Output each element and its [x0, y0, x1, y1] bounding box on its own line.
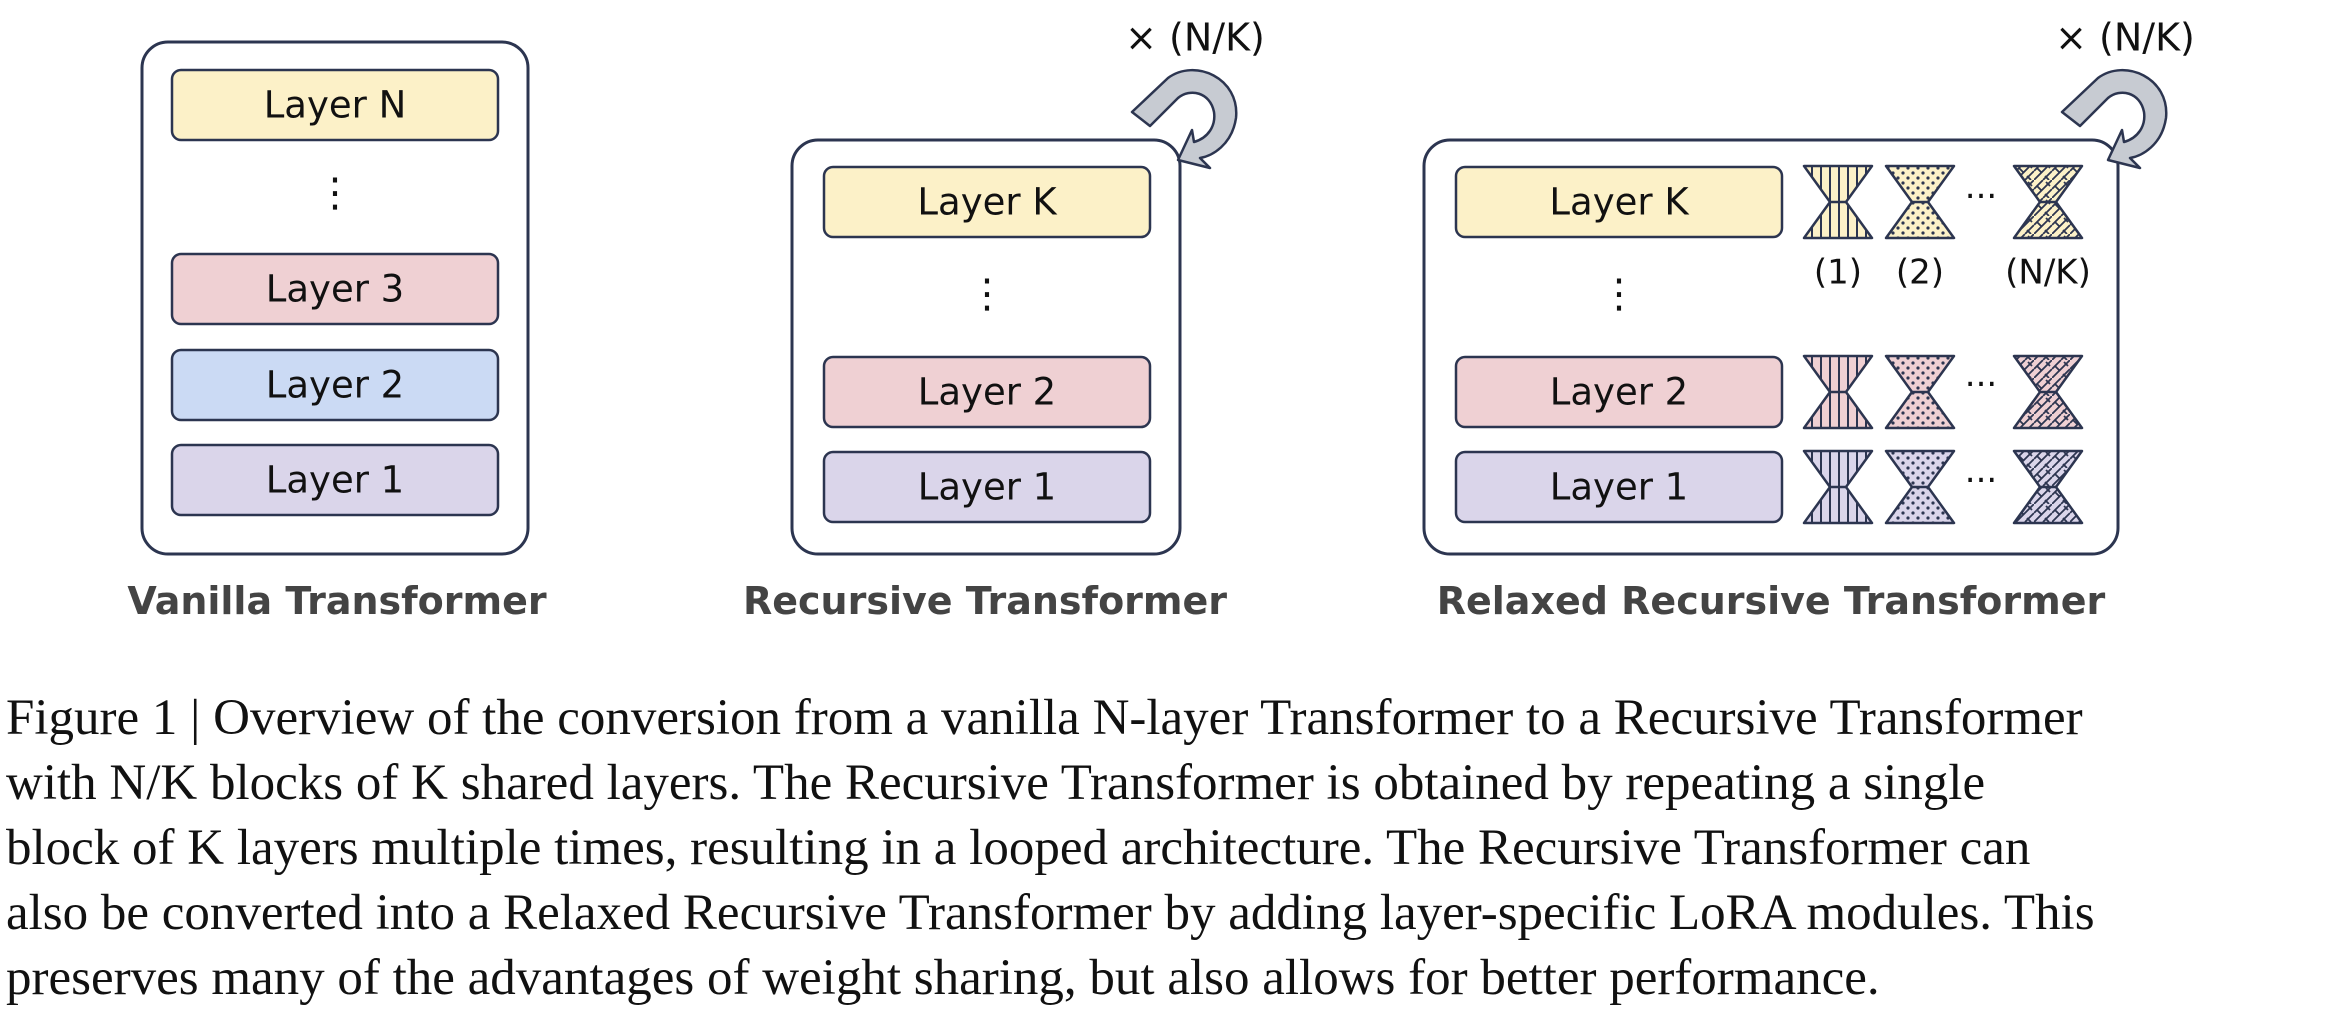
- vanilla-layer-n-label: Layer N: [264, 84, 407, 127]
- vanilla-layer-2-box: [170, 348, 500, 422]
- vanilla-layer-n-box: [170, 68, 500, 142]
- caption-line-5: preserves many of the advantages of weig…: [6, 950, 1880, 1006]
- vanilla-layer-1-box: [170, 443, 500, 517]
- lora-module-row-k-nk: [2012, 164, 2084, 240]
- caption-line-1: Figure 1 | Overview of the conversion fr…: [6, 690, 2083, 746]
- relaxed-layer-1-label: Layer 1: [1550, 466, 1688, 509]
- relaxed-layer-k-box: [1454, 165, 1784, 239]
- caption-line-2: with N/K blocks of K shared layers. The …: [6, 755, 1986, 811]
- figure-caption: Figure 1 | Overview of the conversion fr…: [6, 686, 2322, 1011]
- relaxed-vertical-ellipsis: ⋮: [1599, 271, 1639, 317]
- lora-ellipsis-row-1: ···: [1965, 461, 1997, 501]
- relaxed-layer-2-box: [1454, 355, 1784, 429]
- recursive-title: Recursive Transformer: [743, 579, 1227, 623]
- lora-label-1: (1): [1814, 253, 1862, 293]
- recursive-block-frame: [790, 138, 1182, 556]
- vanilla-vertical-ellipsis: ⋮: [315, 170, 355, 216]
- relaxed-layer-k-label: Layer K: [1549, 181, 1690, 224]
- recursive-layer-2-box: [822, 355, 1152, 429]
- recursive-layer-k-box: [822, 165, 1152, 239]
- recursive-repeat-label: × (N/K): [1125, 16, 1265, 60]
- relaxed-title: Relaxed Recursive Transformer: [1437, 579, 2106, 623]
- lora-module-row-k-1: [1802, 164, 1874, 240]
- relaxed-layer-1-box: [1454, 450, 1784, 524]
- relaxed-recursive-transformer: Layer K ⋮ Layer 2 Layer 1 (1) (2) (N/K) …: [1422, 16, 2195, 623]
- recursive-layer-2-label: Layer 2: [918, 371, 1056, 414]
- lora-module-row-2-2: [1884, 354, 1956, 430]
- lora-label-nk: (N/K): [2005, 253, 2091, 293]
- recursive-vertical-ellipsis: ⋮: [967, 271, 1007, 317]
- vanilla-layer-1-label: Layer 1: [266, 459, 404, 502]
- relaxed-loop-arrow-icon: [2060, 68, 2168, 170]
- lora-module-row-2-1: [1802, 354, 1874, 430]
- lora-ellipsis-row-k: ···: [1965, 177, 1997, 217]
- vanilla-layer-3-box: [170, 252, 500, 326]
- vanilla-title: Vanilla Transformer: [127, 579, 547, 623]
- recursive-loop-arrow-icon: [1130, 68, 1238, 170]
- lora-module-row-1-1: [1802, 449, 1874, 525]
- lora-modules: [1802, 164, 2084, 525]
- lora-ellipsis-row-2: ···: [1965, 365, 1997, 405]
- lora-module-row-1-nk: [2012, 449, 2084, 525]
- lora-label-2: (2): [1896, 253, 1944, 293]
- lora-module-row-k-2: [1884, 164, 1956, 240]
- lora-module-row-1-2: [1884, 449, 1956, 525]
- caption-line-3: block of K layers multiple times, result…: [6, 820, 2031, 876]
- vanilla-layer-2-label: Layer 2: [266, 364, 404, 407]
- recursive-layer-k-label: Layer K: [917, 181, 1058, 224]
- recursive-layer-1-box: [822, 450, 1152, 524]
- relaxed-layer-2-label: Layer 2: [1550, 371, 1688, 414]
- architecture-diagram: Layer N ⋮ Layer 3 Layer 2 Layer 1 Vanill…: [127, 16, 2195, 624]
- vanilla-layer-3-label: Layer 3: [266, 268, 404, 311]
- caption-line-4: also be converted into a Relaxed Recursi…: [6, 885, 2095, 941]
- recursive-transformer: Layer K ⋮ Layer 2 Layer 1 × (N/K) Recurs…: [743, 16, 1265, 624]
- recursive-layer-1-label: Layer 1: [918, 466, 1056, 509]
- lora-module-row-2-nk: [2012, 354, 2084, 430]
- vanilla-transformer: Layer N ⋮ Layer 3 Layer 2 Layer 1 Vanill…: [127, 40, 547, 623]
- relaxed-repeat-label: × (N/K): [2055, 16, 2195, 60]
